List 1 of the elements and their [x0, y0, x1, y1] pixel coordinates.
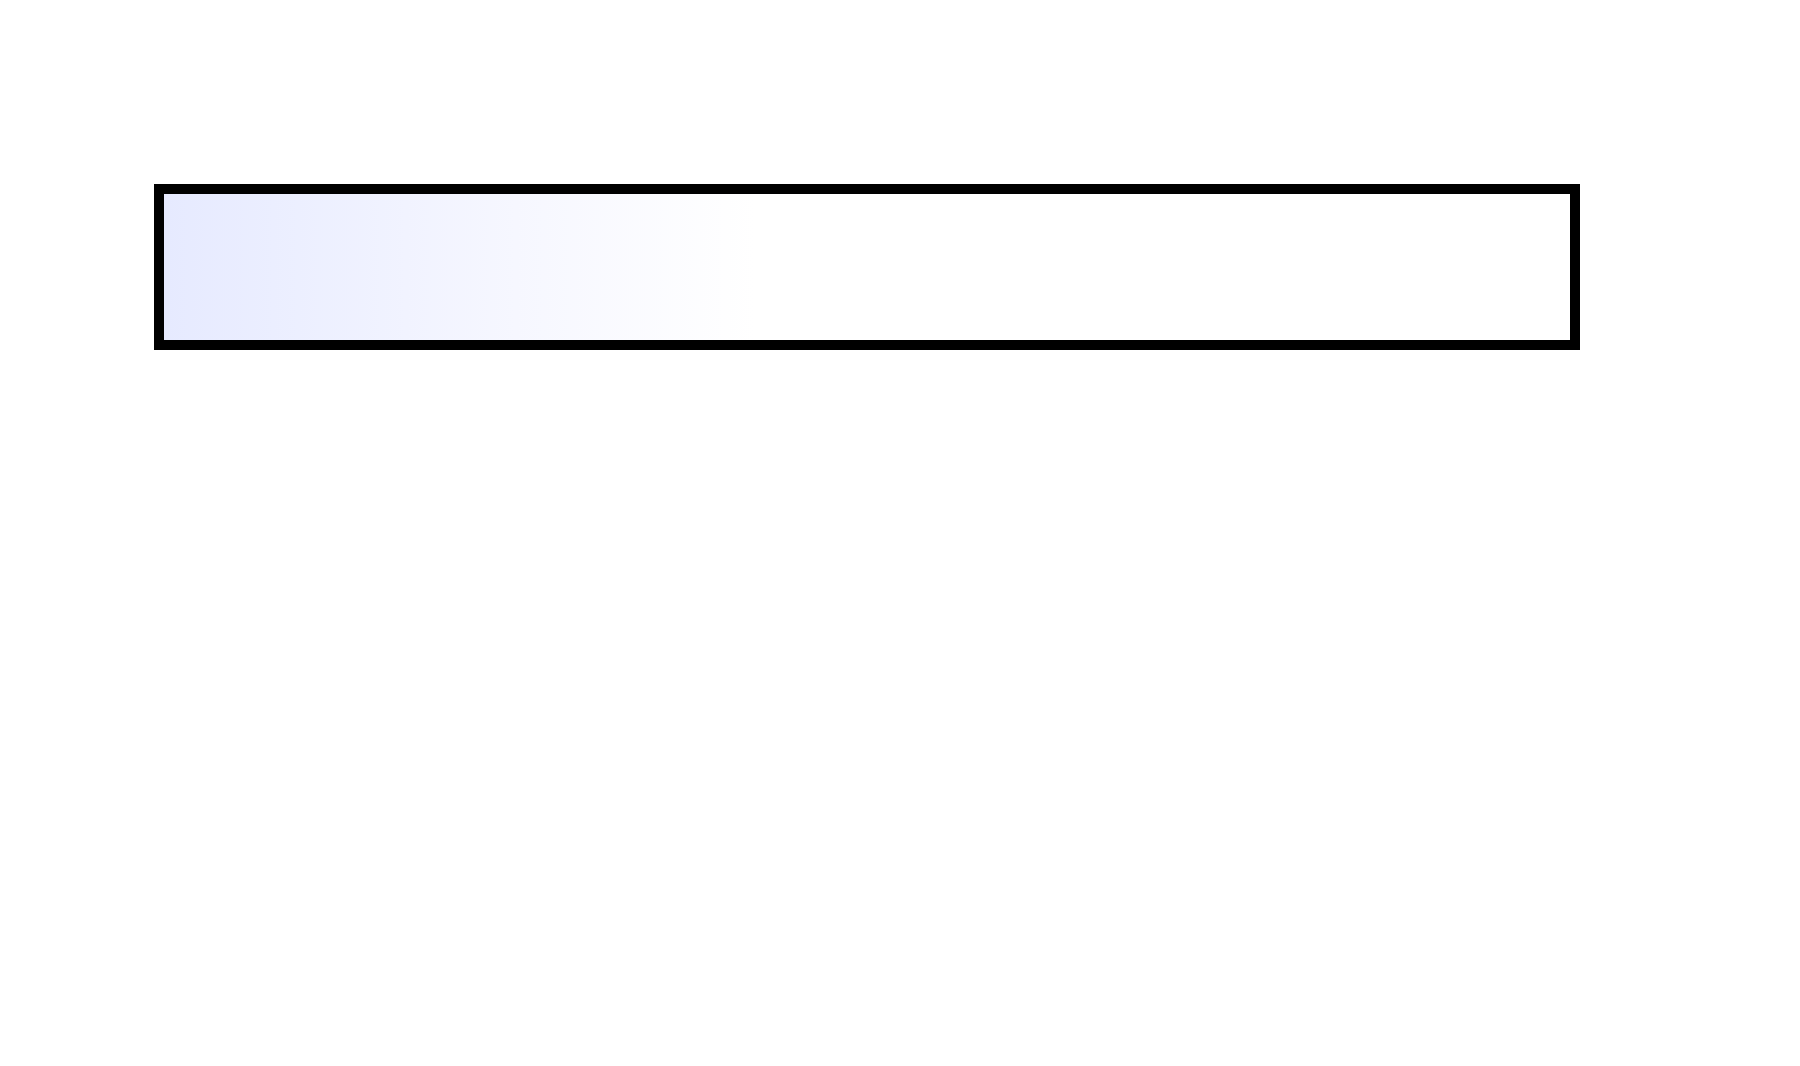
empty-box	[154, 184, 1580, 350]
